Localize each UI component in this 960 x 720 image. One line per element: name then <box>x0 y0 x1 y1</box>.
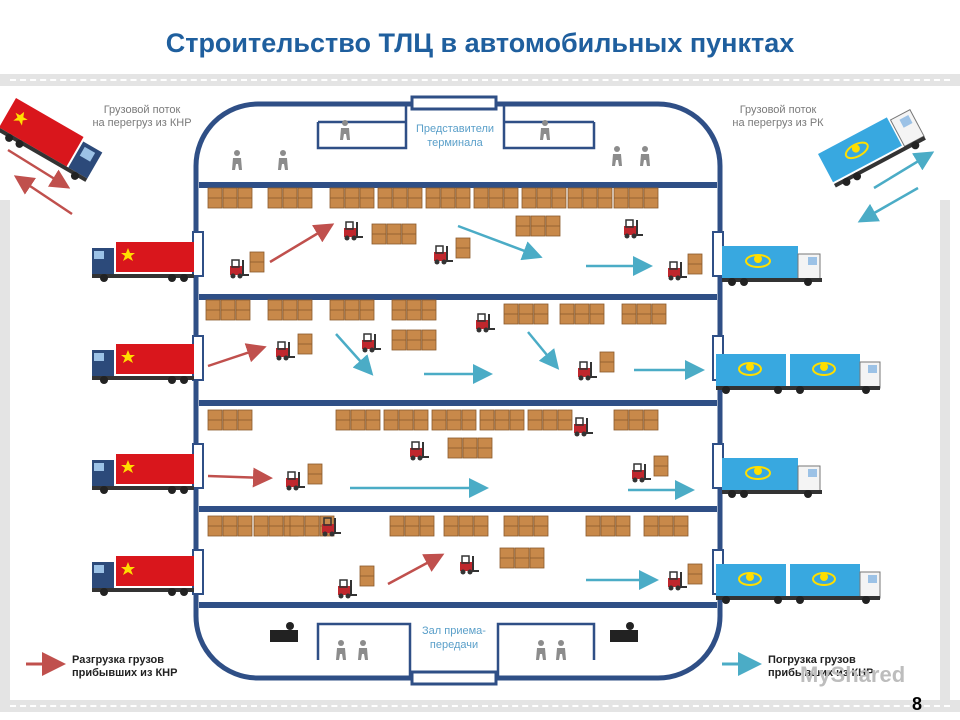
top-gate <box>410 95 498 111</box>
left-road <box>0 200 10 700</box>
china-flow-label: Грузовой поток на перегруз из КНР <box>92 104 192 129</box>
china-truck-icon <box>92 242 194 282</box>
person-icon <box>358 640 368 660</box>
terminal-reps-label: Представители терминала <box>415 123 495 149</box>
bottom-gate <box>410 670 498 686</box>
bottom-left-office-wall <box>316 622 412 678</box>
inspector-icon <box>610 622 638 642</box>
forklift-icon <box>623 219 644 240</box>
page-title: Строительство ТЛЦ в автомобильных пункта… <box>165 28 795 58</box>
forklift-icon <box>343 221 364 242</box>
forklift-icon <box>285 471 306 492</box>
person-icon <box>232 150 242 170</box>
forklift-icon <box>361 333 382 354</box>
legend-load-label: Погрузка грузов прибывших из КНР <box>768 654 874 679</box>
china-truck-tilted-icon <box>0 98 103 182</box>
page-number: 8 <box>911 694 922 714</box>
forklift-icon <box>577 361 598 382</box>
top-left-office-wall <box>316 104 408 150</box>
forklift-icon <box>433 245 454 266</box>
forklift-icon <box>573 417 594 438</box>
person-icon <box>278 150 288 170</box>
forklift-icon <box>337 579 358 600</box>
kz-truck-icon <box>715 563 881 605</box>
person-icon <box>640 146 650 166</box>
kz-flow-label: Грузовой поток на перегруз из РК <box>732 104 824 129</box>
forklift-icon <box>275 341 296 362</box>
person-icon <box>536 640 546 660</box>
kz-truck-icon <box>721 457 823 499</box>
person-icon <box>612 146 622 166</box>
top-road-marking <box>10 79 950 81</box>
person-icon <box>556 640 566 660</box>
china-truck-icon <box>92 454 194 494</box>
bottom-right-office-wall <box>496 622 596 678</box>
inspector-icon <box>270 622 298 642</box>
bottom-road-marking <box>10 705 950 707</box>
forklift-icon <box>475 313 496 334</box>
kz-truck-tilted-icon <box>818 108 926 188</box>
top-right-office-wall <box>502 104 596 150</box>
forklift-icon <box>229 259 250 280</box>
forklift-icon <box>667 261 688 282</box>
kz-truck-icon <box>715 353 881 395</box>
watermark: MyShared <box>800 662 906 687</box>
kz-truck-icon <box>721 245 823 287</box>
china-truck-icon <box>92 556 194 596</box>
forklift-icon <box>631 463 652 484</box>
forklift-icon <box>667 571 688 592</box>
forklift-icon <box>459 555 480 576</box>
china-truck-icon <box>92 344 194 384</box>
forklift-icon <box>409 441 430 462</box>
right-road <box>940 200 950 700</box>
reception-hall-label: Зал приема- передачи <box>422 625 486 651</box>
legend-unload-label: Разгрузка грузов прибывших из КНР <box>72 654 178 679</box>
person-icon <box>336 640 346 660</box>
